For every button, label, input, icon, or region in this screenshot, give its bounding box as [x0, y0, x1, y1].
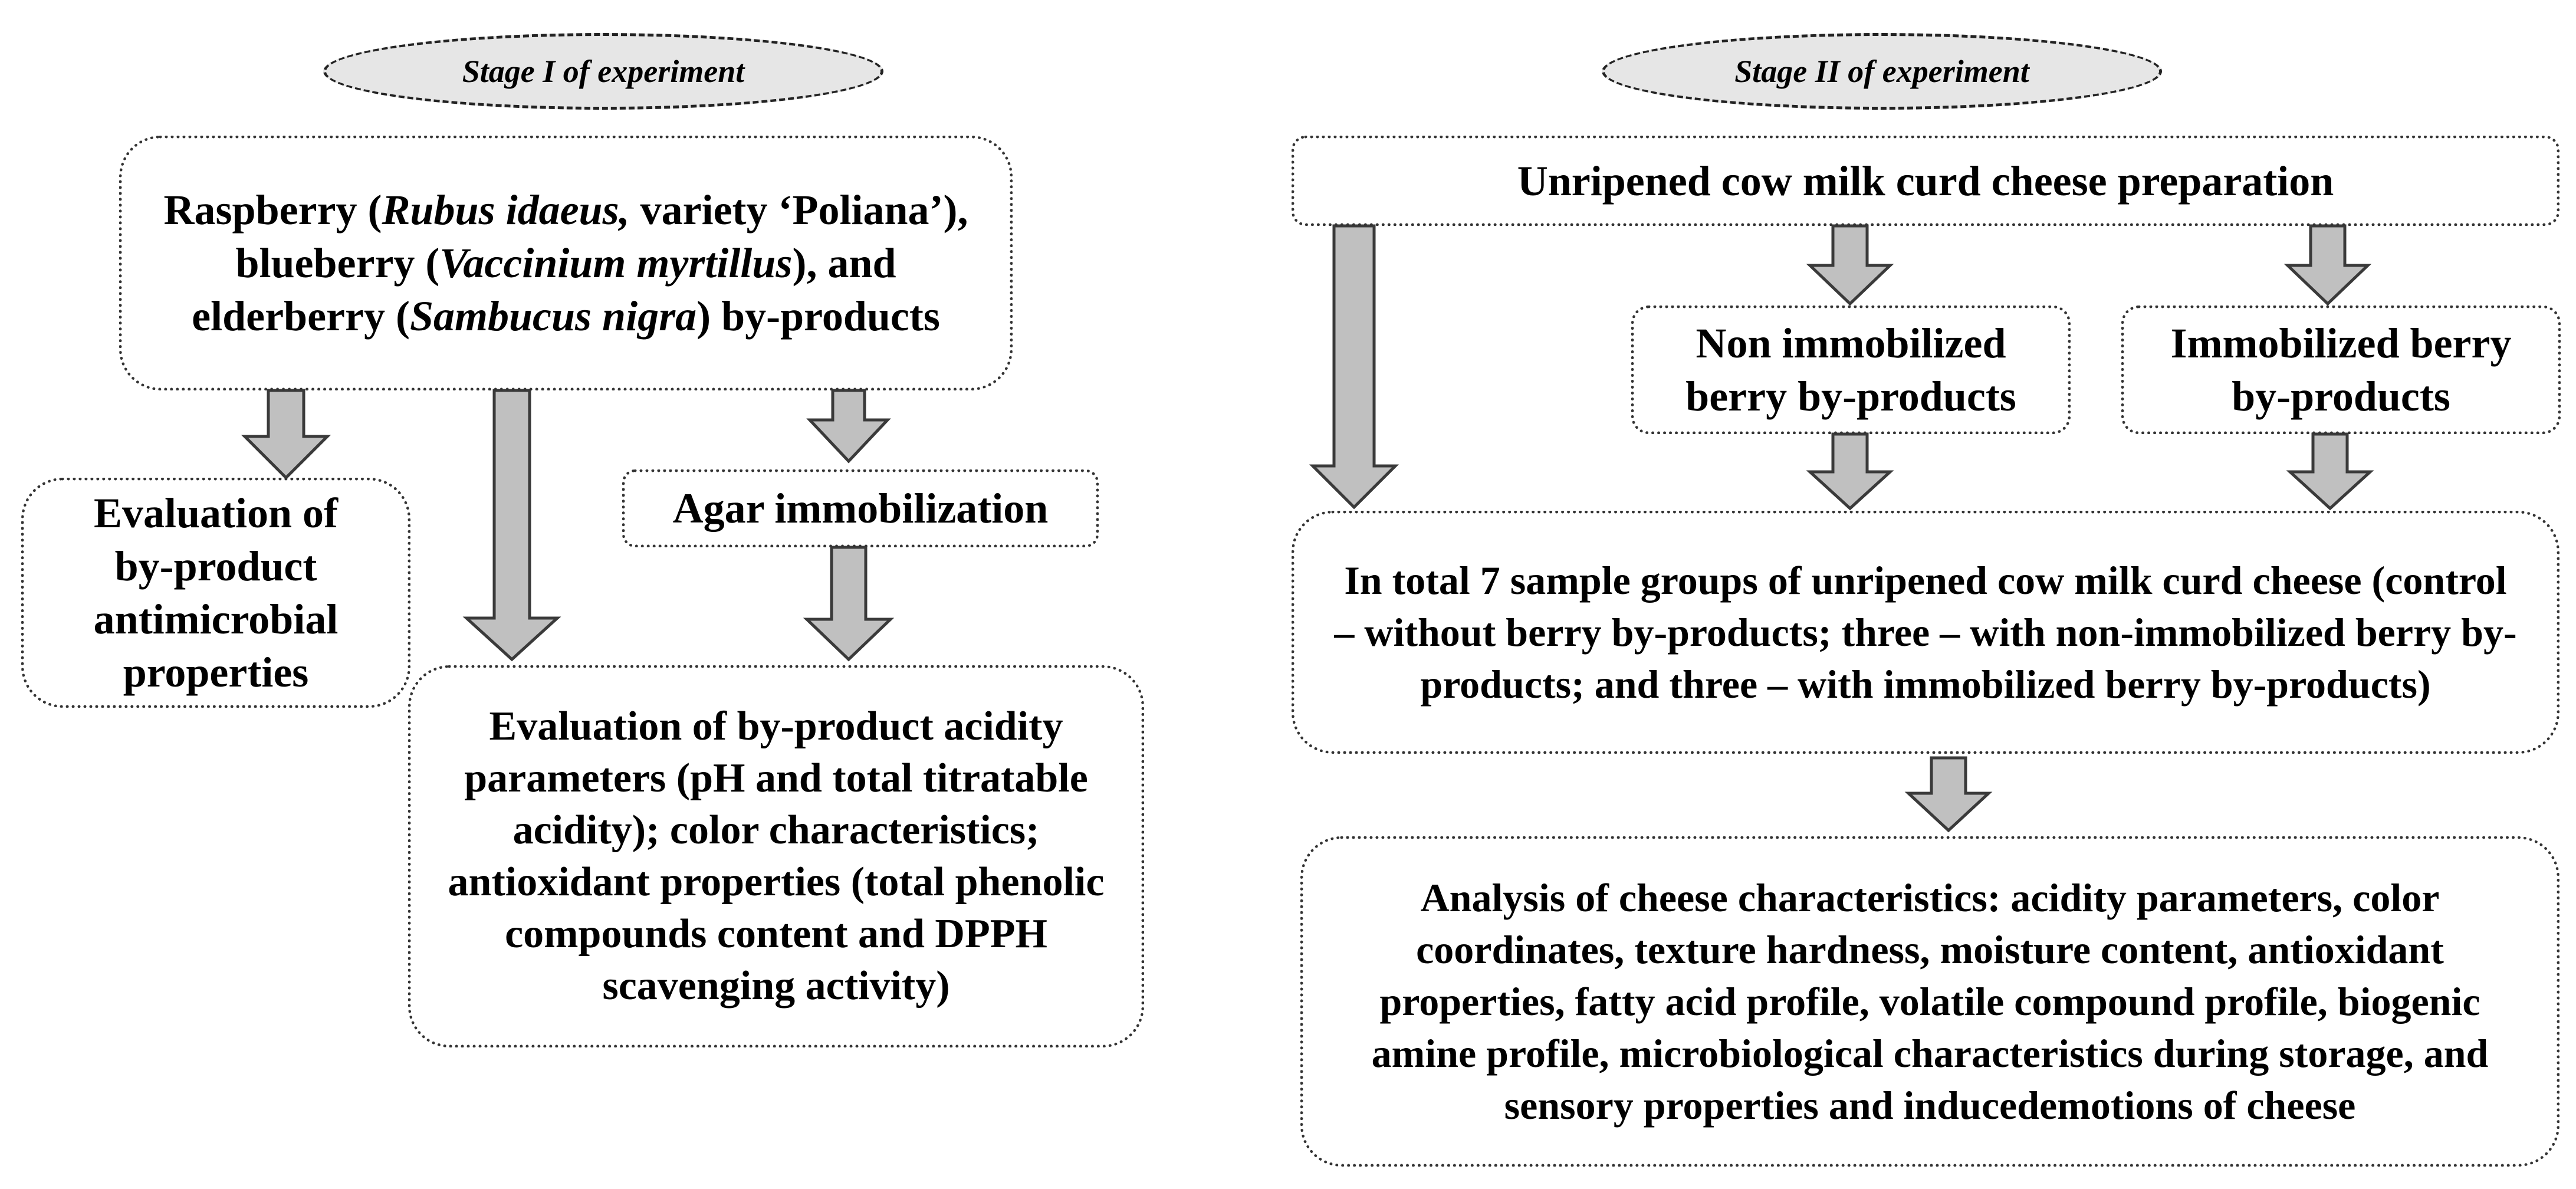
arrow-agar-to-acidity: [803, 546, 895, 662]
stage1-agar-box: Agar immobilization: [622, 469, 1099, 547]
source-text-part: variety ‘Poliana’), blueberry (: [235, 186, 968, 287]
arrow-source-to-agar: [806, 389, 891, 464]
species-name: Rubus idaeus,: [382, 186, 630, 234]
arrow-prep-to-groups: [1309, 224, 1399, 510]
arrow-prep-to-immobilized: [2283, 224, 2372, 306]
stage2-label-text: Stage II of experiment: [1734, 54, 2029, 89]
source-box-text: Raspberry (Rubus idaeus, variety ‘Polian…: [157, 183, 974, 343]
arrow-non-immobilized-to-groups: [1806, 432, 1894, 511]
stage1-acidity-box: Evaluation of by-product acidity paramet…: [408, 665, 1144, 1047]
source-text-part: Raspberry (: [163, 186, 382, 234]
stage1-antimicrobial-box: Evaluation of by-product antimicrobial p…: [21, 478, 410, 708]
antimicrobial-box-text: Evaluation of by-product antimicrobial p…: [93, 490, 339, 696]
acidity-box-text: Evaluation of by-product acidity paramet…: [448, 704, 1105, 1009]
species-name: Sambucus nigra: [409, 293, 697, 340]
stage2-prep-box: Unripened cow milk curd cheese preparati…: [1292, 136, 2559, 226]
arrow-immobilized-to-groups: [2286, 432, 2374, 511]
stage2-groups-box: In total 7 sample groups of unripened co…: [1292, 511, 2559, 754]
agar-box-text: Agar immobilization: [672, 485, 1049, 532]
immobilized-box-text: Immobilized berry by-products: [2170, 320, 2512, 420]
species-name: Vaccinium myrtillus: [439, 239, 793, 287]
source-text-part: ) by-products: [696, 293, 940, 340]
arrow-source-to-acidity: [462, 389, 561, 662]
analysis-box-text: Analysis of cheese characteristics: acid…: [1371, 875, 2489, 1128]
stage1-label: Stage I of experiment: [323, 33, 883, 110]
stage2-analysis-box: Analysis of cheese characteristics: acid…: [1300, 836, 2559, 1167]
arrow-groups-to-analysis: [1904, 756, 1993, 833]
source-text-part: ), and elderberry (: [192, 239, 896, 340]
stage2-immobilized-box: Immobilized berry by-products: [2121, 306, 2561, 434]
stage2-non-immobilized-box: Non immobilized berry by-products: [1631, 306, 2071, 434]
non-immobilized-box-text: Non immobilized berry by-products: [1685, 320, 2016, 420]
groups-box-text: In total 7 sample groups of unripened co…: [1334, 558, 2517, 707]
stage2-label: Stage II of experiment: [1602, 33, 2162, 110]
arrow-prep-to-non-immobilized: [1806, 224, 1894, 306]
prep-box-text: Unripened cow milk curd cheese preparati…: [1517, 157, 2334, 205]
stage1-label-text: Stage I of experiment: [462, 54, 745, 89]
stage1-source-box: Raspberry (Rubus idaeus, variety ‘Polian…: [119, 136, 1013, 390]
arrow-source-to-antimicrobial: [241, 389, 331, 480]
